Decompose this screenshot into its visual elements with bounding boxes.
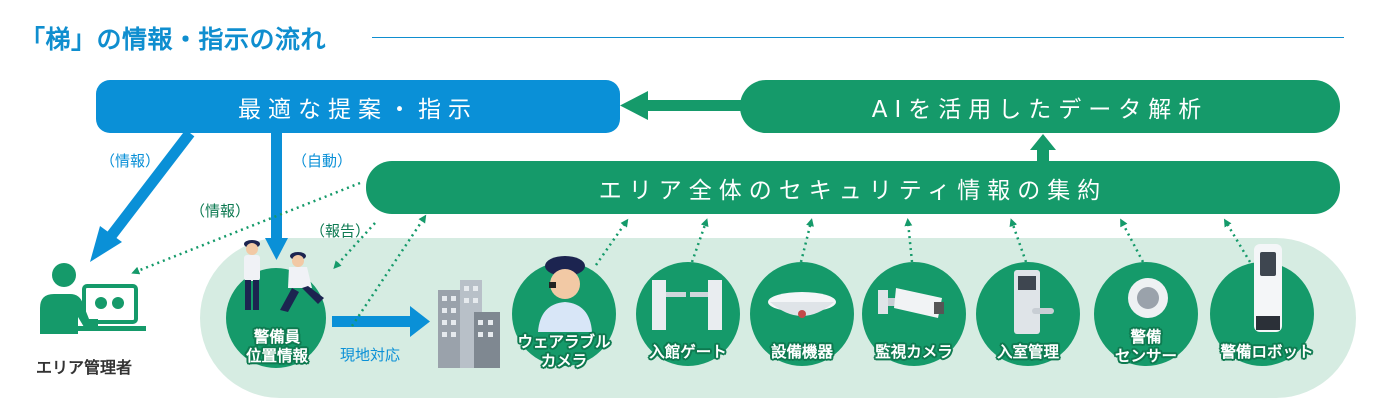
admin-label: エリア管理者	[36, 358, 133, 377]
info-arrow-to-admin	[90, 129, 195, 262]
guard-position-label: 警備員 位置情報	[232, 328, 322, 366]
auto-arrow-to-guards	[265, 133, 288, 260]
room-access-label: 入室管理	[996, 343, 1059, 361]
wearable-label-line2: カメラ	[540, 352, 588, 370]
dotted-info-to-admin	[131, 181, 361, 275]
info-label-2: （情報）	[190, 202, 251, 220]
auto-label: （自動）	[292, 152, 353, 170]
guards-icon	[244, 240, 324, 312]
wearable-camera-label: ウェアラブル カメラ	[504, 333, 624, 371]
admin-icon	[40, 263, 146, 334]
onsite-label: 現地対応	[340, 346, 401, 364]
title-rule	[372, 37, 1344, 38]
equipment-label: 設備機器	[770, 343, 833, 361]
info-label-1: （情報）	[100, 152, 161, 170]
aggregate-to-ai-arrow	[1030, 134, 1056, 162]
dotted-to-aggregate-2	[594, 218, 629, 266]
guard-label-line1: 警備員	[253, 328, 301, 346]
camera-icon	[878, 288, 944, 318]
wearable-camera-icon	[538, 256, 592, 332]
ai-analysis-box-label: AIを活用したデータ解析	[871, 96, 1209, 123]
ai-to-proposal-arrow	[620, 91, 741, 120]
proposal-box: 最適な提案・指示	[96, 80, 620, 133]
dotted-to-aggregate-6	[1009, 218, 1028, 263]
page-title: 「梯」の情報・指示の流れ	[20, 25, 327, 54]
sensor-label-line1: 警備	[1130, 328, 1162, 346]
camera-label: 監視カメラ	[875, 343, 953, 361]
room-access-icon	[1014, 270, 1054, 334]
entry-gate-label: 入館ゲート	[649, 343, 727, 361]
dotted-to-aggregate-7	[1120, 218, 1145, 263]
onsite-arrow	[332, 306, 430, 337]
dotted-to-aggregate-5	[904, 218, 914, 263]
wearable-label-line1: ウェアラブル	[517, 333, 611, 351]
guard-label-line2: 位置情報	[245, 347, 308, 365]
ai-analysis-box: AIを活用したデータ解析	[740, 80, 1340, 133]
equipment-icon	[768, 292, 836, 318]
sensor-label-line2: センサー	[1114, 347, 1177, 365]
sensor-label: 警備 センサー	[1086, 328, 1206, 366]
robot-icon	[1254, 244, 1282, 332]
sensor-icon	[1128, 278, 1168, 318]
robot-label: 警備ロボット	[1220, 343, 1314, 361]
dotted-to-aggregate-3	[690, 218, 709, 263]
report-label: （報告）	[310, 222, 371, 240]
gate-icon	[652, 280, 722, 330]
dotted-to-aggregate-8	[1223, 218, 1252, 263]
aggregation-box-label: エリア全体のセキュリティ情報の集約	[598, 177, 1108, 204]
dotted-report-link	[333, 222, 376, 269]
buildings-icon	[438, 280, 500, 368]
dotted-to-aggregate-4	[799, 218, 814, 263]
proposal-box-label: 最適な提案・指示	[238, 96, 478, 123]
aggregation-box: エリア全体のセキュリティ情報の集約	[366, 161, 1340, 214]
dotted-to-aggregate-1	[350, 214, 427, 327]
